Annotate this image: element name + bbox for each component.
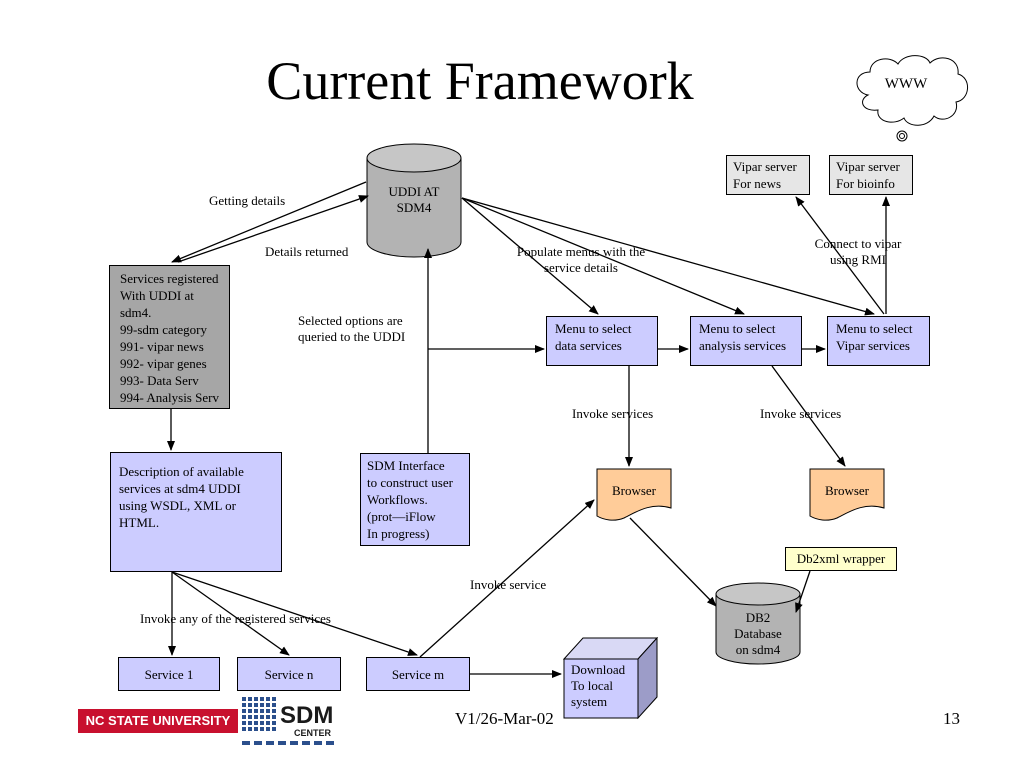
vipar-news-box: Vipar server For news — [726, 155, 810, 195]
service-description-box: Description of available services at sdm… — [110, 452, 282, 572]
label-invoke-services-1: Invoke services — [572, 406, 654, 421]
uddi-label: UDDI AT SDM4 — [388, 184, 440, 215]
label-invoke-services-2: Invoke services — [760, 406, 842, 421]
download-box-shape — [563, 637, 659, 719]
label-populate-menus: Populate menus with the service details — [516, 244, 646, 275]
services-registry-box: Services registered With UDDI at sdm4. 9… — [109, 265, 230, 409]
vipar-bioinfo-box: Vipar server For bioinfo — [829, 155, 913, 195]
svg-text:SDM: SDM — [280, 702, 333, 729]
page-title: Current Framework — [266, 51, 694, 111]
menu-data-services: Menu to select data services — [546, 316, 658, 366]
menu-analysis-services: Menu to select analysis services — [690, 316, 802, 366]
browser-1-label: Browser — [611, 483, 657, 498]
label-connect-vipar: Connect to vipar using RMI — [814, 236, 902, 267]
arrow-desc-to-service-n — [171, 571, 290, 656]
menu-vipar-services: Menu to select Vipar services — [827, 316, 930, 366]
arrow-desc-to-service-m — [171, 571, 418, 656]
label-invoke-any: Invoke any of the registered services — [140, 611, 331, 626]
footer-page-number: 13 — [943, 709, 960, 728]
svg-text:CENTER: CENTER — [294, 728, 332, 738]
arrow-vipar-to-news — [795, 196, 885, 315]
arrow-uddi-to-menu-vipar — [461, 197, 875, 316]
arrow-browser-to-db2 — [629, 517, 717, 607]
arrow-getting-details — [171, 181, 367, 263]
arrow-service-m-to-browser — [419, 499, 595, 658]
ncsu-logo: NC STATE UNIVERSITY — [78, 709, 238, 733]
arrow-uddi-to-menu-data — [461, 197, 599, 315]
label-details-returned: Details returned — [265, 244, 349, 259]
arrow-menu-analysis-to-browser — [771, 365, 846, 467]
sdm-center-logo: SDM CENTER — [242, 697, 334, 745]
download-label: Download To local system — [571, 662, 626, 709]
browser-1-shape — [596, 468, 672, 521]
service-n-box: Service n — [237, 657, 341, 691]
db2xml-wrapper-box: Db2xml wrapper — [785, 547, 897, 571]
uddi-cylinder — [366, 143, 462, 258]
browser-2-label: Browser — [824, 483, 870, 498]
label-selected-options: Selected options are queried to the UDDI — [298, 313, 406, 344]
arrow-wrapper-to-db2 — [795, 570, 811, 613]
label-invoke-service: Invoke service — [470, 577, 547, 592]
browser-2-shape — [809, 468, 885, 521]
www-cloud: WWW — [856, 55, 968, 142]
service-m-box: Service m — [366, 657, 470, 691]
service-1-box: Service 1 — [118, 657, 220, 691]
arrow-uddi-to-menu-analysis — [461, 197, 745, 315]
sdm-interface-box: SDM Interface to construct user Workflow… — [360, 453, 470, 546]
label-getting-details: Getting details — [209, 193, 286, 208]
footer-version: V1/26-Mar-02 — [455, 709, 554, 728]
www-label: WWW — [885, 76, 928, 92]
arrow-details-returned — [177, 195, 369, 263]
db2-cylinder — [715, 582, 801, 665]
db2-label: DB2 Database on sdm4 — [734, 610, 782, 657]
